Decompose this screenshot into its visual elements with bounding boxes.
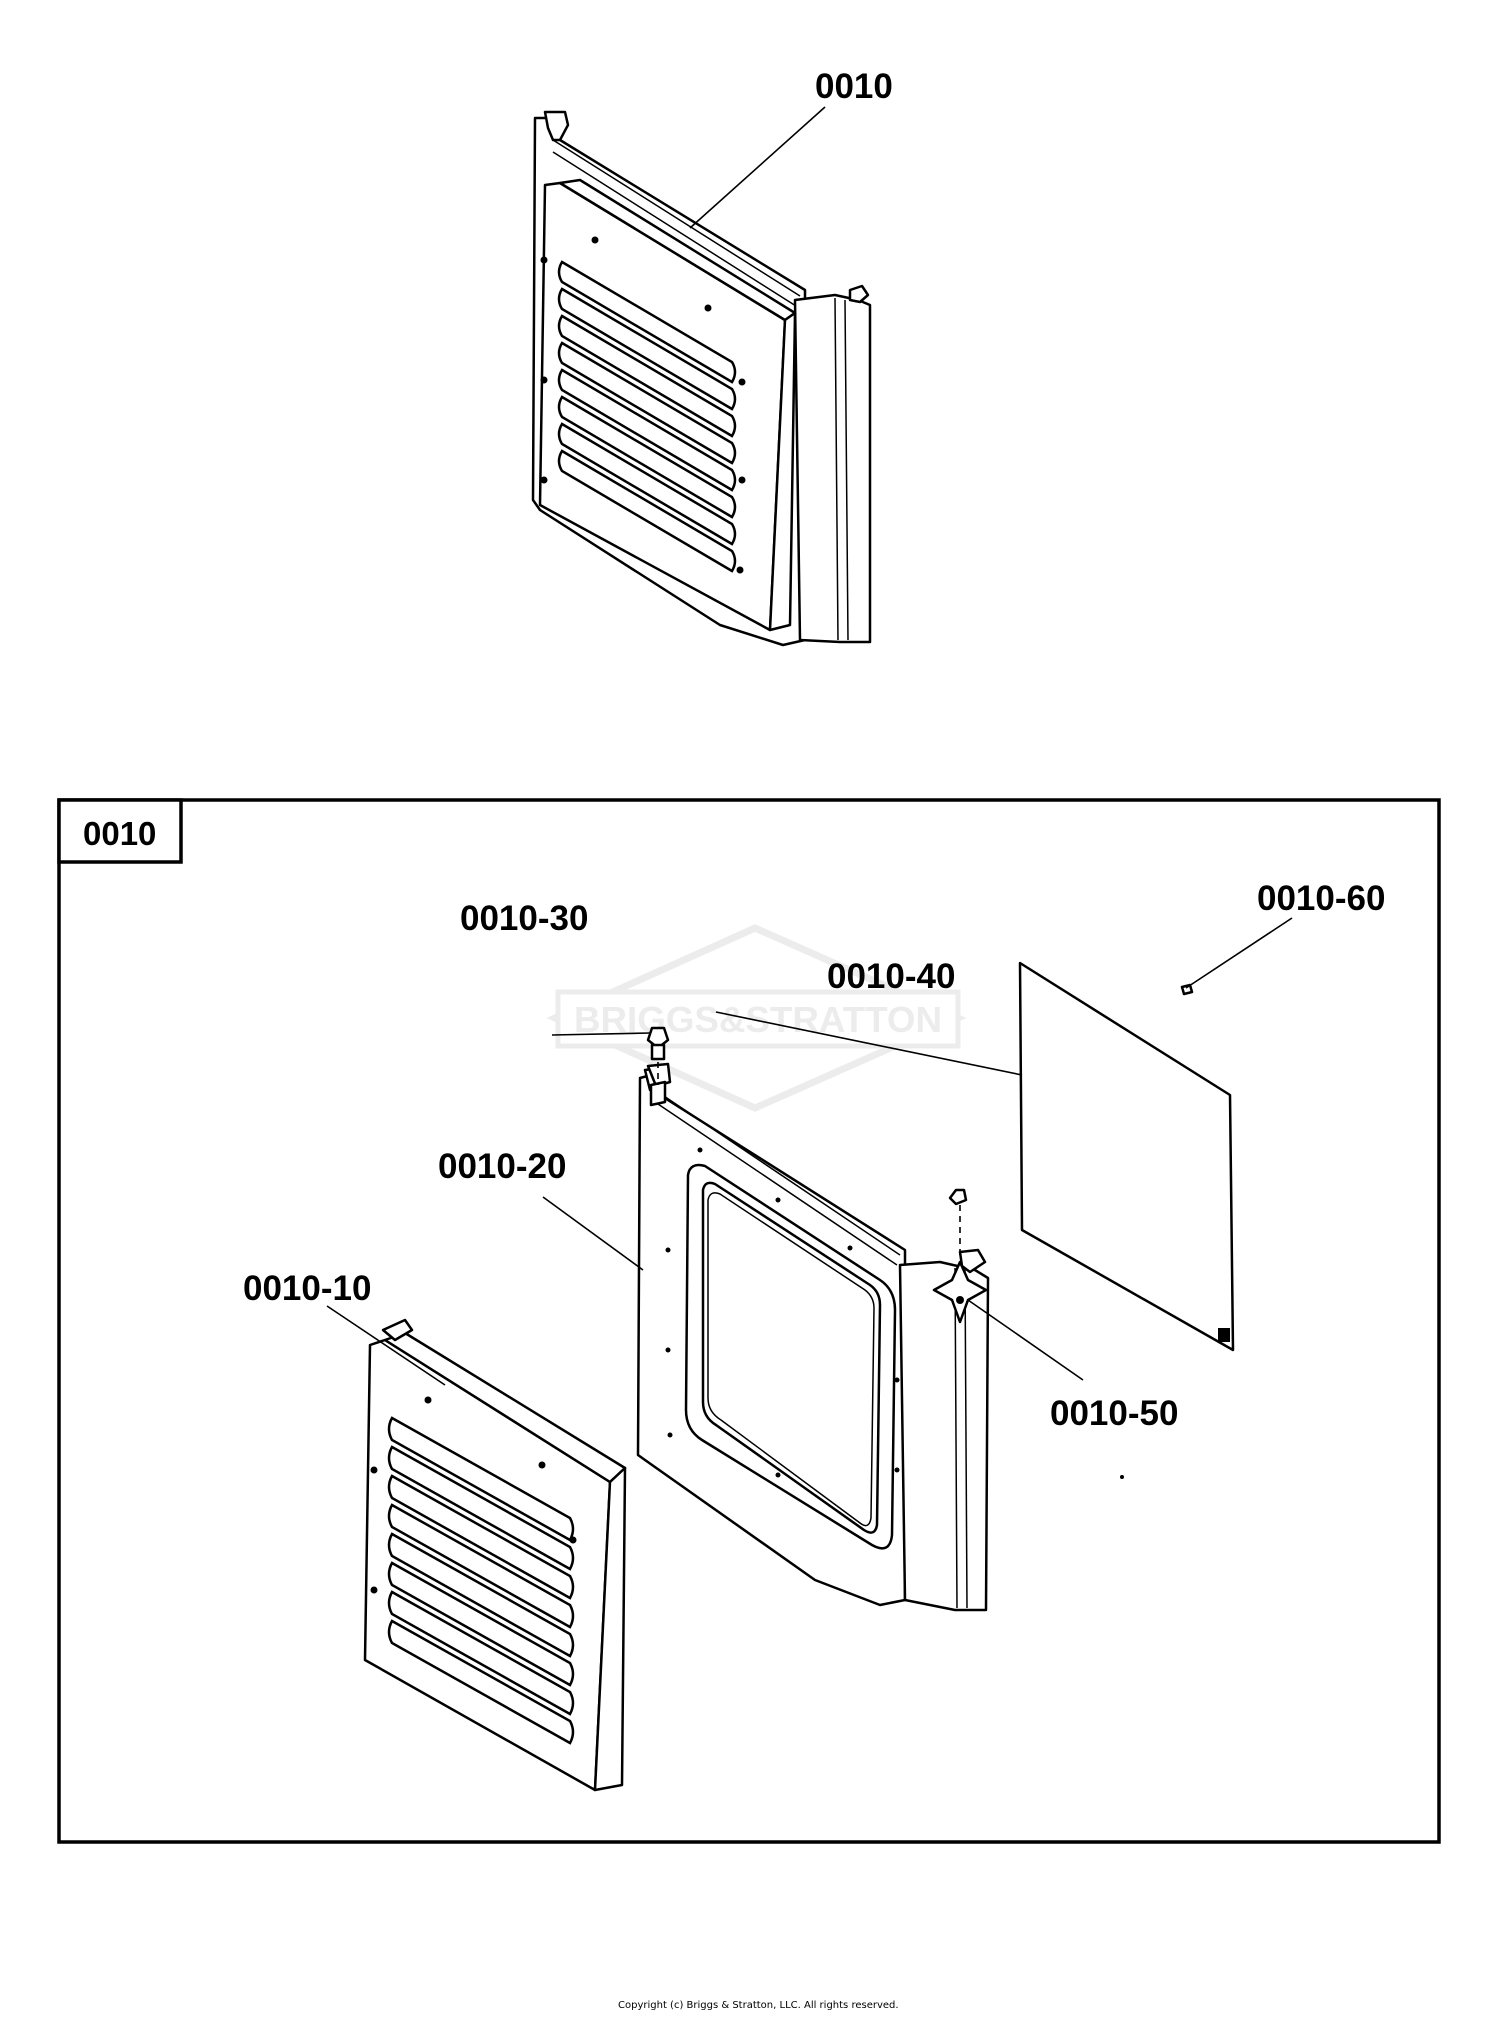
callout-0010-60: 0010-60	[1257, 879, 1385, 918]
louver-slat	[387, 1474, 575, 1600]
louver-slat	[387, 1590, 575, 1716]
louver-slat	[557, 395, 737, 519]
louver-slat	[557, 449, 737, 573]
louver-slat	[557, 314, 737, 438]
part-0010-30-hinge-pin	[646, 1026, 670, 1107]
louver-slat	[387, 1532, 575, 1658]
louver-slat	[557, 287, 737, 411]
louver-slat	[387, 1561, 575, 1687]
overview-bolts	[540, 236, 746, 574]
louver-slat	[557, 368, 737, 492]
overview-louver-slats	[557, 260, 737, 573]
louver-slat	[557, 260, 737, 384]
detail-box-label: 0010	[83, 815, 156, 852]
louver-slat	[387, 1619, 575, 1745]
callout-0010-40: 0010-40	[827, 957, 955, 996]
watermark-logo: BRIGGS&STRATTON	[546, 924, 967, 1112]
detail-louver-slats	[387, 1416, 575, 1745]
louver-slat	[557, 422, 737, 546]
detail-callouts: 0010-30 0010-40 0010-60 0010-20 0010-10 …	[243, 879, 1385, 1433]
callout-0010-30: 0010-30	[460, 899, 588, 938]
copyright-notice: Copyright (c) Briggs & Stratton, LLC. Al…	[618, 2000, 899, 2011]
callout-0010-20: 0010-20	[438, 1147, 566, 1186]
louver-slat	[557, 341, 737, 465]
callout-0010-50: 0010-50	[1050, 1394, 1178, 1433]
louver-slat	[387, 1503, 575, 1629]
overview-leader	[689, 106, 826, 229]
part-0010-60-clip	[1180, 983, 1194, 996]
callout-0010-10: 0010-10	[243, 1269, 371, 1308]
overview-assembly: 0010	[531, 67, 893, 647]
part-0010-20-door-frame	[636, 1062, 990, 1612]
louver-slat	[387, 1416, 575, 1542]
detail-leader-lines	[326, 917, 1293, 1386]
part-0010-40-panel-sheet	[1018, 961, 1235, 1352]
part-0010-50-star-washer	[932, 1188, 988, 1324]
stray-dot	[1120, 1475, 1124, 1479]
louver-slat	[387, 1445, 575, 1571]
detail-box: 0010	[57, 798, 1441, 1844]
overview-callout: 0010	[815, 67, 893, 106]
detail-box-label-frame	[57, 798, 183, 864]
